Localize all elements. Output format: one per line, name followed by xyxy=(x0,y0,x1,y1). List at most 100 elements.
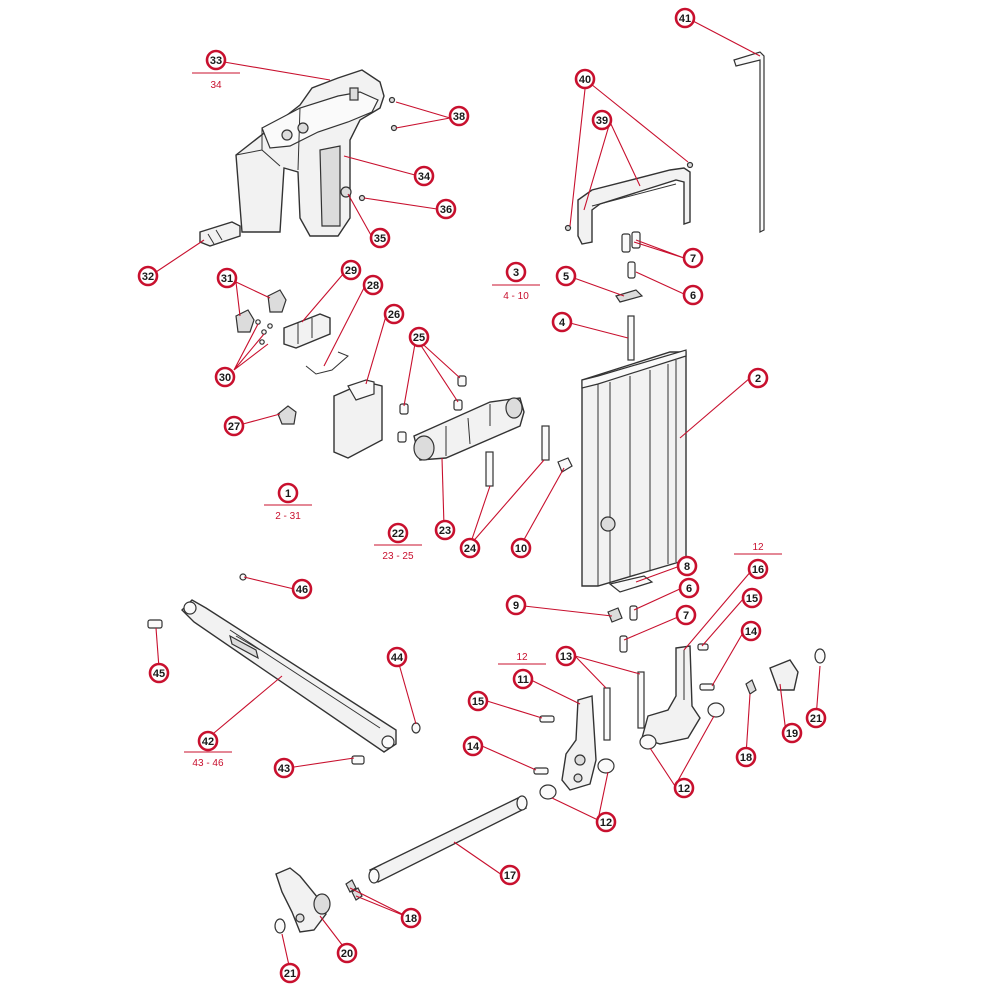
svg-text:10: 10 xyxy=(515,543,527,555)
callout-30[interactable]: 30 xyxy=(214,366,236,388)
callout-18-right[interactable]: 18 xyxy=(735,746,757,768)
svg-text:24: 24 xyxy=(464,543,477,555)
callout-8[interactable]: 8 xyxy=(676,555,698,577)
callout-23[interactable]: 23 xyxy=(434,519,456,541)
svg-text:36: 36 xyxy=(440,204,452,216)
callout-34[interactable]: 34 xyxy=(413,165,435,187)
callout-21-right[interactable]: 21 xyxy=(805,707,827,729)
svg-text:42: 42 xyxy=(202,736,214,748)
callout-26[interactable]: 26 xyxy=(383,303,405,325)
callout-13[interactable]: 13 xyxy=(555,645,577,667)
group-12-left-label: 12 xyxy=(516,652,528,663)
part-31-30-knobs-screws xyxy=(235,289,287,345)
callout-36[interactable]: 36 xyxy=(435,198,457,220)
callout-43[interactable]: 43 xyxy=(273,757,295,779)
svg-text:15: 15 xyxy=(472,696,484,708)
part-39-handle-bracket xyxy=(564,161,694,245)
part-7-6-pins-upper xyxy=(621,231,641,279)
group-3-4-10: 4 - 10 xyxy=(492,284,540,302)
callout-3[interactable]: 3 xyxy=(505,261,527,283)
callout-41[interactable]: 41 xyxy=(674,7,696,29)
callout-7-upper[interactable]: 7 xyxy=(682,247,704,269)
svg-text:41: 41 xyxy=(679,13,691,25)
callout-1[interactable]: 1 xyxy=(277,482,299,504)
callout-10[interactable]: 10 xyxy=(510,537,532,559)
part-2-column-extrusion xyxy=(581,349,687,587)
callout-45[interactable]: 45 xyxy=(148,662,170,684)
part-19-end-cap xyxy=(769,659,799,691)
callout-20[interactable]: 20 xyxy=(336,942,358,964)
callout-7-lower[interactable]: 7 xyxy=(675,604,697,626)
part-18-clip-right xyxy=(745,679,757,695)
callout-27[interactable]: 27 xyxy=(223,415,245,437)
callout-31[interactable]: 31 xyxy=(216,267,238,289)
svg-text:18: 18 xyxy=(405,913,417,925)
callout-5[interactable]: 5 xyxy=(555,265,577,287)
callout-35[interactable]: 35 xyxy=(369,227,391,249)
svg-text:9: 9 xyxy=(513,600,519,612)
callout-44[interactable]: 44 xyxy=(386,646,408,668)
part-32-guide-rail xyxy=(199,221,241,247)
callout-18-left[interactable]: 18 xyxy=(400,907,422,929)
callout-22[interactable]: 22 xyxy=(387,522,409,544)
svg-text:11: 11 xyxy=(517,674,529,686)
svg-text:13: 13 xyxy=(560,651,572,663)
callout-33[interactable]: 33 xyxy=(205,49,227,71)
callout-14-left[interactable]: 14 xyxy=(462,735,484,757)
part-23-carriage xyxy=(413,397,525,461)
svg-text:2: 2 xyxy=(755,373,761,385)
group-1-range: 2 - 31 xyxy=(275,511,301,522)
callout-28[interactable]: 28 xyxy=(362,274,384,296)
callout-15-left[interactable]: 15 xyxy=(467,690,489,712)
svg-text:28: 28 xyxy=(367,280,379,292)
callout-2[interactable]: 2 xyxy=(747,367,769,389)
svg-text:22: 22 xyxy=(392,528,404,540)
callout-6-lower[interactable]: 6 xyxy=(678,577,700,599)
part-45-bolt xyxy=(147,619,163,629)
callout-15-right[interactable]: 15 xyxy=(741,587,763,609)
part-21-ring-right xyxy=(814,648,826,664)
callout-42[interactable]: 42 xyxy=(197,730,219,752)
callout-9[interactable]: 9 xyxy=(505,594,527,616)
svg-text:45: 45 xyxy=(153,668,165,680)
svg-text:31: 31 xyxy=(221,273,233,285)
callout-4[interactable]: 4 xyxy=(551,311,573,333)
callout-16[interactable]: 16 xyxy=(747,558,769,580)
callout-29[interactable]: 29 xyxy=(340,259,362,281)
callout-40[interactable]: 40 xyxy=(574,68,596,90)
callout-6-upper[interactable]: 6 xyxy=(682,284,704,306)
part-13-strips xyxy=(603,671,645,741)
callout-21-left[interactable]: 21 xyxy=(279,962,301,984)
callout-25[interactable]: 25 xyxy=(408,326,430,348)
group-12-right-label: 12 xyxy=(752,542,764,553)
callout-24[interactable]: 24 xyxy=(459,537,481,559)
part-26-cover-plate xyxy=(333,379,383,459)
part-18-clip-left xyxy=(345,879,363,901)
svg-text:8: 8 xyxy=(684,561,690,573)
svg-text:32: 32 xyxy=(142,271,154,283)
callouts-layer: 33 38 34 36 35 32 41 40 39 7 6 3 5 4 2 3… xyxy=(137,7,827,984)
svg-text:38: 38 xyxy=(453,111,465,123)
svg-text:30: 30 xyxy=(219,372,231,384)
callout-32[interactable]: 32 xyxy=(137,265,159,287)
callout-38[interactable]: 38 xyxy=(448,105,470,127)
callout-46[interactable]: 46 xyxy=(291,578,313,600)
svg-text:18: 18 xyxy=(740,752,752,764)
callout-17[interactable]: 17 xyxy=(499,864,521,886)
group-12-left: 12 xyxy=(498,652,546,665)
callout-12-right[interactable]: 12 xyxy=(673,777,695,799)
svg-text:33: 33 xyxy=(210,55,222,67)
part-16-link-right xyxy=(641,643,715,745)
svg-text:21: 21 xyxy=(284,968,296,980)
svg-text:43: 43 xyxy=(278,763,290,775)
callout-14-right[interactable]: 14 xyxy=(740,620,762,642)
svg-text:1: 1 xyxy=(285,488,291,500)
callout-39[interactable]: 39 xyxy=(591,109,613,131)
callout-11[interactable]: 11 xyxy=(512,668,534,690)
callout-19[interactable]: 19 xyxy=(781,722,803,744)
svg-text:29: 29 xyxy=(345,265,357,277)
svg-text:46: 46 xyxy=(296,584,308,596)
group-12-right: 12 xyxy=(734,542,782,555)
callout-12-left[interactable]: 12 xyxy=(595,811,617,833)
